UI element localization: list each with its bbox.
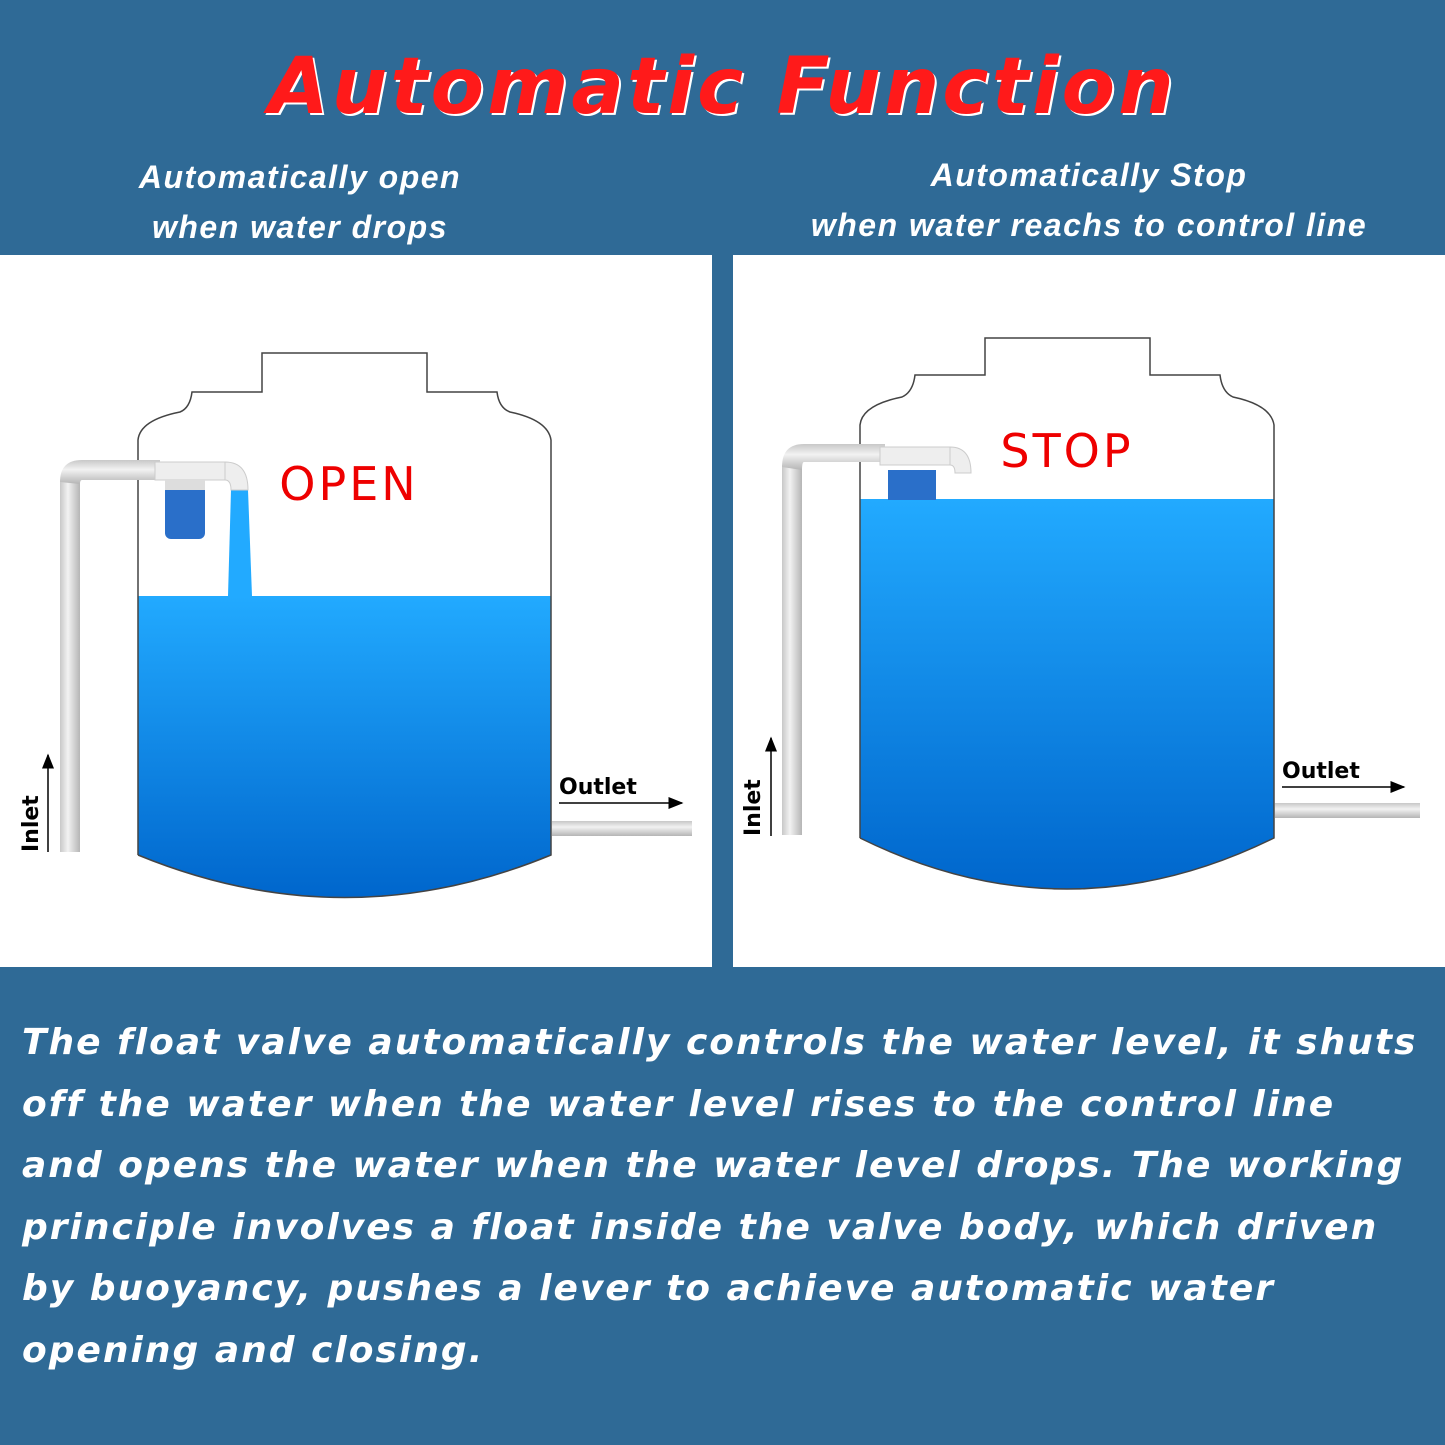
page-title: Automatic Function: [268, 42, 1177, 132]
right-outlet-pipe: [1275, 803, 1420, 818]
right-heading-line2: when water reachs to control line: [810, 207, 1368, 243]
right-water: [860, 499, 1274, 889]
left-outlet-label: Outlet: [559, 775, 637, 800]
right-heading: Automatically Stop when water reachs to …: [733, 150, 1445, 250]
right-panel: STOP Outlet Inlet: [733, 255, 1445, 967]
left-heading-line1: Automatically open: [138, 159, 462, 195]
right-inlet-label: Inlet: [741, 779, 766, 836]
right-pipe-elbow: [782, 444, 885, 470]
left-pipe-elbow: [60, 460, 160, 484]
stop-label: STOP: [1000, 424, 1133, 478]
right-float-icon: [888, 470, 936, 500]
left-heading-line2: when water drops: [151, 209, 449, 245]
right-outlet-label: Outlet: [1282, 759, 1360, 784]
right-tank-outline: [859, 337, 1275, 890]
left-valve-body: [154, 461, 226, 481]
description-text: The float valve automatically controls t…: [22, 1022, 1418, 1371]
right-heading-line1: Automatically Stop: [930, 157, 1248, 193]
left-panel: OPEN Outlet Inlet: [0, 255, 712, 967]
right-valve-outlet: [949, 446, 972, 474]
left-outlet-pipe: [552, 821, 692, 836]
left-inlet-pipe: [60, 480, 80, 852]
left-tank-outline: [137, 352, 552, 899]
left-inlet-label: Inlet: [19, 795, 44, 852]
left-float-icon: [165, 485, 205, 539]
left-water: [138, 596, 551, 898]
left-heading: Automatically open when water drops: [60, 152, 540, 252]
right-inlet-pipe: [782, 465, 802, 835]
right-valve-body: [879, 446, 951, 466]
left-valve-outlet: [224, 461, 249, 491]
open-label: OPEN: [279, 457, 418, 511]
left-float-cap: [165, 480, 205, 490]
left-water-stream: [228, 490, 252, 596]
